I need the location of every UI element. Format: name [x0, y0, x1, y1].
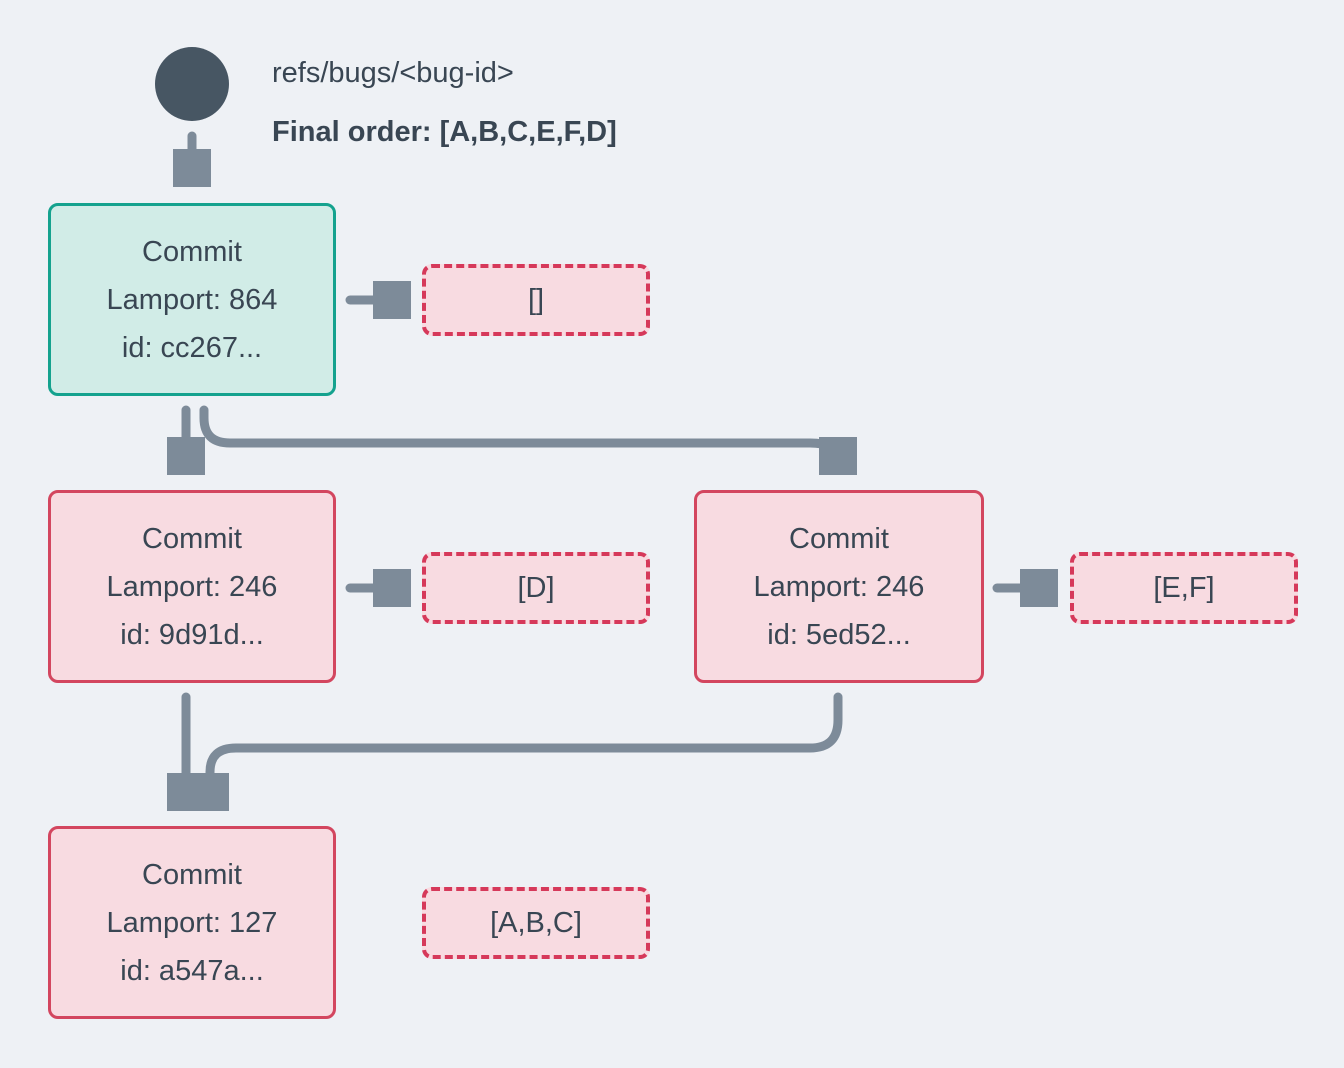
- payload-value: [A,B,C]: [490, 906, 582, 939]
- payload-value: [D]: [517, 571, 555, 604]
- final-order-label: Final order: [A,B,C,E,F,D]: [272, 116, 617, 148]
- payload-box-root: []: [422, 264, 650, 336]
- commit-lamport: Lamport: 246: [106, 570, 278, 603]
- commit-node-bottom: Commit Lamport: 127 id: a547a...: [48, 826, 336, 1019]
- commit-lamport: Lamport: 127: [106, 906, 278, 939]
- commit-title: Commit: [789, 522, 889, 555]
- ref-label: refs/bugs/<bug-id>: [272, 57, 514, 89]
- commit-title: Commit: [142, 858, 242, 891]
- commit-title: Commit: [142, 522, 242, 555]
- payload-value: []: [527, 283, 545, 316]
- commit-id: id: 9d91d...: [120, 618, 264, 651]
- payload-value: [E,F]: [1153, 571, 1215, 604]
- ref-head-circle: [155, 47, 229, 121]
- arrow-root-to-right: [199, 405, 838, 464]
- commit-node-left: Commit Lamport: 246 id: 9d91d...: [48, 490, 336, 683]
- commit-node-right: Commit Lamport: 246 id: 5ed52...: [694, 490, 984, 683]
- payload-box-left: [D]: [422, 552, 650, 624]
- arrow-right-to-bottom: [210, 692, 843, 800]
- payload-box-right: [E,F]: [1070, 552, 1298, 624]
- commit-node-root: Commit Lamport: 864 id: cc267...: [48, 203, 336, 396]
- payload-box-bottom: [A,B,C]: [422, 887, 650, 959]
- commit-id: id: 5ed52...: [767, 618, 911, 651]
- commit-lamport: Lamport: 864: [106, 283, 278, 316]
- commit-title: Commit: [142, 235, 242, 268]
- commit-id: id: a547a...: [120, 954, 264, 987]
- commit-lamport: Lamport: 246: [753, 570, 925, 603]
- commit-id: id: cc267...: [121, 331, 263, 364]
